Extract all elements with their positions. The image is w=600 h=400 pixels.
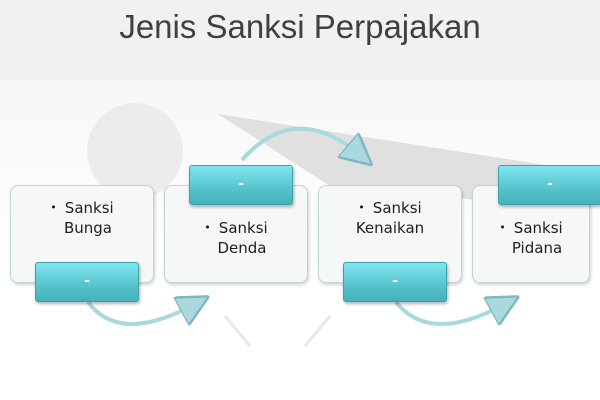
step-text-line2: Kenaikan [355, 219, 425, 237]
step-tab-bunga: - [35, 262, 139, 302]
step-text-line2: Denda [217, 239, 267, 257]
bullet-icon: • [499, 221, 506, 234]
step-text-line2: Pidana [511, 239, 563, 257]
bullet-icon: • [358, 201, 365, 214]
step-text-line1: •Sanksi [358, 199, 422, 217]
page-title: Jenis Sanksi Perpajakan [119, 8, 481, 45]
arrow-2-to-3 [240, 126, 360, 160]
step-text-line2: Bunga [63, 219, 113, 237]
bullet-icon: • [204, 221, 211, 234]
step-text-line1: •Sanksi [499, 219, 563, 237]
step-tab-pidana: - [498, 165, 600, 205]
arrow-3-to-4 [394, 302, 505, 326]
faded-graduation-cap-image [87, 103, 545, 347]
arrow-1-to-2 [86, 302, 195, 326]
step-tab-kenaikan: - [343, 262, 447, 302]
step-tab-denda: - [189, 165, 293, 205]
step-text-line1: •Sanksi [50, 199, 114, 217]
bullet-icon: • [50, 201, 57, 214]
header-band [0, 0, 600, 81]
step-text-line1: •Sanksi [204, 219, 268, 237]
